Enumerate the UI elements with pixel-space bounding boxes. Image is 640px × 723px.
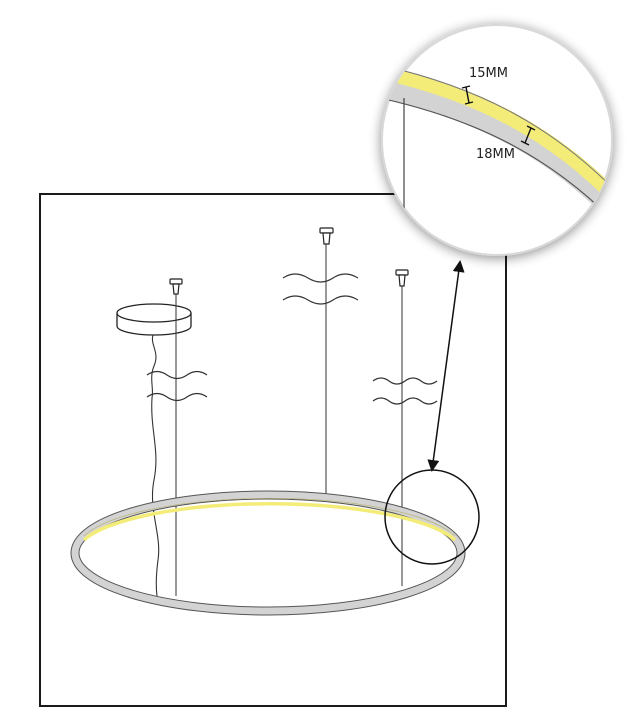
ring-luminaire [70, 490, 466, 616]
dimension-marker-bottom [520, 125, 536, 146]
cable-break-middle [282, 273, 359, 305]
dimension-marker-top [461, 85, 474, 105]
dimension-label-18mm: 18MM [476, 147, 515, 162]
suspension-anchor-right [395, 269, 409, 287]
power-cord [151, 334, 160, 597]
dimension-label-15mm: 15MM [469, 66, 508, 81]
suspension-anchor-left [169, 278, 183, 295]
suspension-cables [175, 244, 403, 596]
diagram-frame [39, 193, 507, 707]
zoom-detail-bubble [381, 24, 613, 256]
cable-break-right [372, 377, 438, 405]
ring-body [71, 491, 465, 615]
ceiling-canopy [116, 303, 192, 336]
ring-led-strip [82, 502, 457, 542]
suspension-anchor-middle [319, 227, 334, 245]
zoom-leader-arrow [427, 260, 465, 472]
cable-break-left [146, 370, 208, 402]
